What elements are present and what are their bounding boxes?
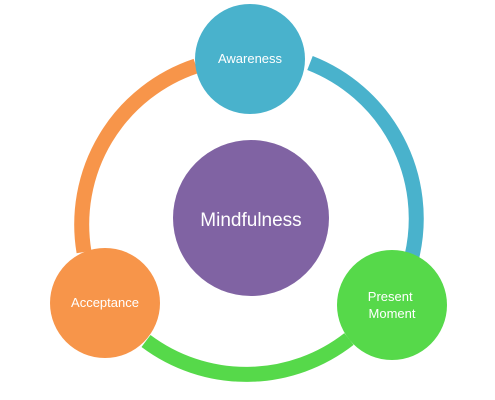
node-present-moment: Present Moment xyxy=(337,250,447,360)
center-circle xyxy=(173,140,329,296)
node-acceptance: Acceptance xyxy=(50,248,160,358)
node-label-present-line-2: Moment xyxy=(369,306,416,321)
connector-acceptance-to-awareness xyxy=(74,58,199,254)
ring-connectors xyxy=(74,56,424,382)
node-label-present-line-1: Present xyxy=(368,289,413,304)
node-label-present-moment: Present Moment xyxy=(368,289,416,321)
node-circle-acceptance xyxy=(50,248,160,358)
connector-present-to-acceptance xyxy=(141,333,354,382)
node-circle-present-moment xyxy=(337,250,447,360)
node-circle-awareness xyxy=(195,4,305,114)
center-label: Mindfulness xyxy=(200,210,301,231)
node-label-awareness: Awareness xyxy=(218,51,283,66)
node-awareness: Awareness xyxy=(195,4,305,114)
connector-awareness-to-present xyxy=(307,56,424,258)
node-label-acceptance: Acceptance xyxy=(71,295,139,310)
center-node: Mindfulness xyxy=(173,140,329,296)
